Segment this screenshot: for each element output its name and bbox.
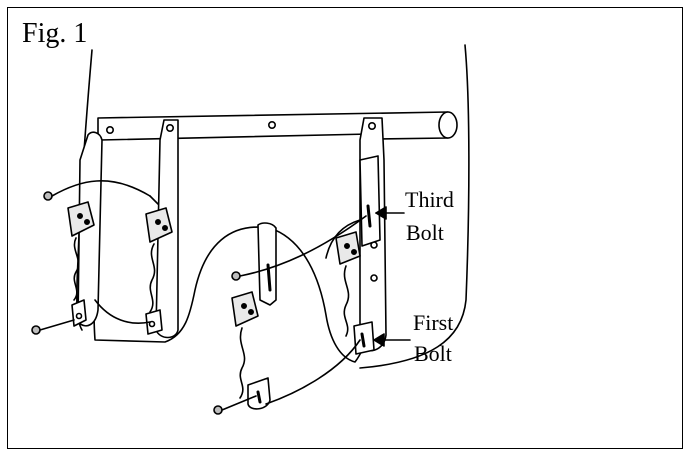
first-bolt-label-line2: Bolt: [414, 341, 452, 366]
first-bolt-label-line1: First: [413, 310, 454, 335]
bolt-leaders: [31, 180, 367, 415]
left-bracket: [67, 131, 103, 327]
figure-title: Fig. 1: [22, 18, 88, 49]
first-bolt-arrow: [373, 333, 411, 347]
seat-shell-outline: [359, 44, 470, 369]
center-bracket: [231, 222, 277, 410]
third-bolt-label-line1: Third: [405, 187, 454, 212]
third-bolt-label-line2: Bolt: [406, 220, 444, 245]
third-bolt-arrow: [375, 206, 405, 220]
right-bracket: [335, 117, 387, 355]
center-left-bracket: [145, 119, 179, 339]
seat-back-panel: [93, 133, 373, 363]
